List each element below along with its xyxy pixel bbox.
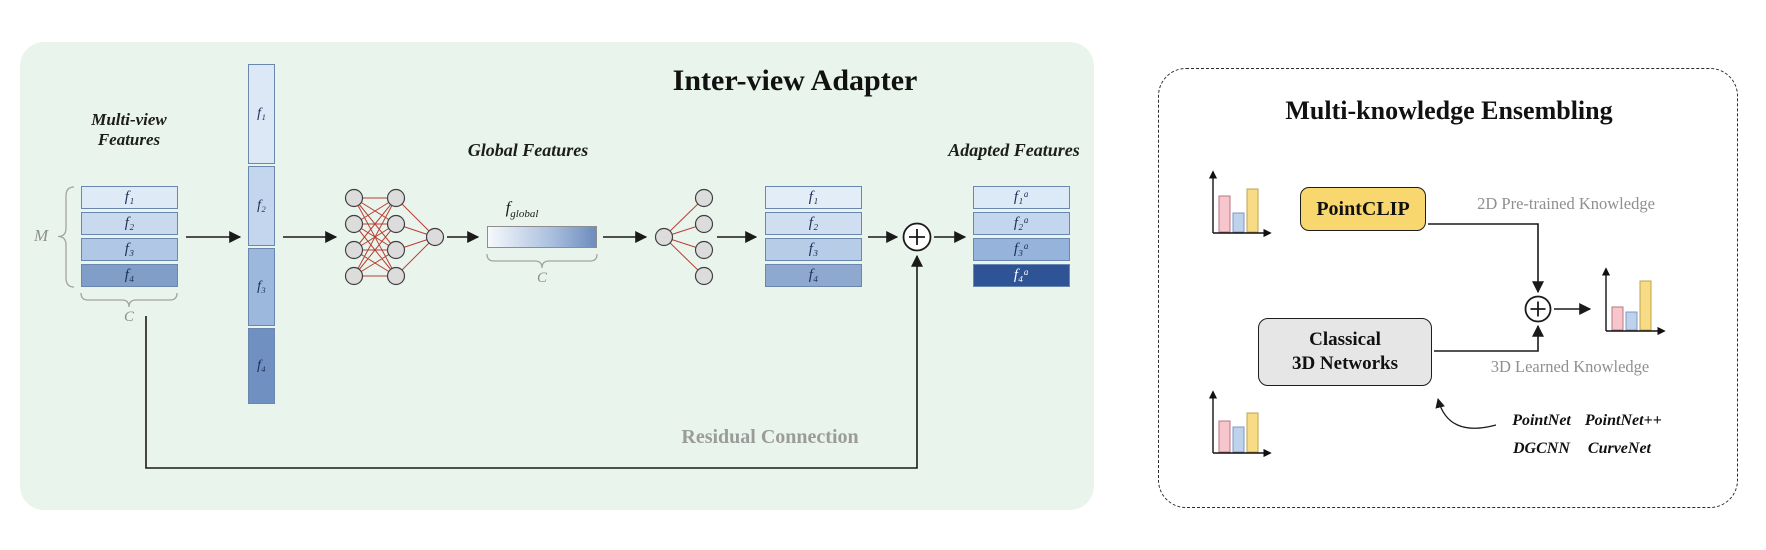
residual-connection-label: Residual Connection — [681, 426, 859, 448]
multiview-features-label: Multi-view Features — [63, 110, 195, 150]
networks-list-row1: PointNet PointNet++ — [1482, 412, 1692, 430]
classical-box-line1: Classical — [1309, 329, 1381, 351]
pointclip-box: PointCLIP — [1300, 187, 1426, 231]
global-feature-bar — [487, 226, 597, 248]
feature-row-f2: f₂ — [81, 212, 178, 235]
adapted-feature-stack: f₁ᵃ f₂ᵃ f₃ᵃ f₄ᵃ — [973, 186, 1070, 287]
network-name-pointnetpp: PointNet++ — [1584, 412, 1662, 429]
global-features-label: Global Features — [467, 140, 589, 160]
concat-seg-f2: f₂ — [248, 166, 275, 246]
2d-pretrained-knowledge-label: 2D Pre-trained Knowledge — [1477, 194, 1655, 213]
networks-list-row2: DGCNN CurveNet — [1482, 440, 1682, 458]
concatenated-feature-column: f₁ f₂ f₃ f₄ — [248, 64, 275, 404]
feature-row-f3: f₃ — [765, 238, 862, 261]
multi-knowledge-title: Multi-knowledge Ensembling — [1285, 96, 1613, 125]
network-name-pointnet: PointNet — [1512, 412, 1571, 429]
m-dimension-label: M — [34, 226, 49, 245]
adapted-row-f4a: f₄ᵃ — [973, 264, 1070, 287]
adapted-row-f1a: f₁ᵃ — [973, 186, 1070, 209]
feature-row-f1: f₁ — [765, 186, 862, 209]
adapted-features-label: Adapted Features — [948, 140, 1080, 160]
adapted-row-f3a: f₃ᵃ — [973, 238, 1070, 261]
feature-row-f3: f₃ — [81, 238, 178, 261]
network-name-curvenet: CurveNet — [1587, 440, 1651, 457]
f-global-sub: global — [510, 208, 539, 220]
concat-seg-f4: f₄ — [248, 328, 275, 404]
classical-box-line2: 3D Networks — [1291, 353, 1399, 374]
multiview-features-label-line2: Features — [97, 130, 161, 149]
global-c-dimension-label: C — [536, 270, 547, 286]
classical-3d-networks-box: Classical 3D Networks — [1258, 318, 1432, 386]
multiview-features-label-line1: Multi-view — [91, 110, 167, 129]
c-dimension-label: C — [123, 309, 134, 325]
f-global-base: f — [505, 198, 511, 217]
feature-row-f4: f₄ — [765, 264, 862, 287]
network-name-dgcnn: DGCNN — [1513, 440, 1570, 457]
post-mlp-feature-stack: f₁ f₂ f₃ f₄ — [765, 186, 862, 287]
multiview-feature-stack: f₁ f₂ f₃ f₄ — [81, 186, 178, 287]
concat-seg-f3: f₃ — [248, 248, 275, 326]
concat-seg-f1: f₁ — [248, 64, 275, 164]
feature-row-f1: f₁ — [81, 186, 178, 209]
inter-view-adapter-title: Inter-view Adapter — [672, 64, 918, 97]
feature-row-f4: f₄ — [81, 264, 178, 287]
f-global-label: fglobal — [462, 198, 582, 220]
3d-learned-knowledge-label: 3D Learned Knowledge — [1490, 357, 1650, 376]
feature-row-f2: f₂ — [765, 212, 862, 235]
adapted-row-f2a: f₂ᵃ — [973, 212, 1070, 235]
